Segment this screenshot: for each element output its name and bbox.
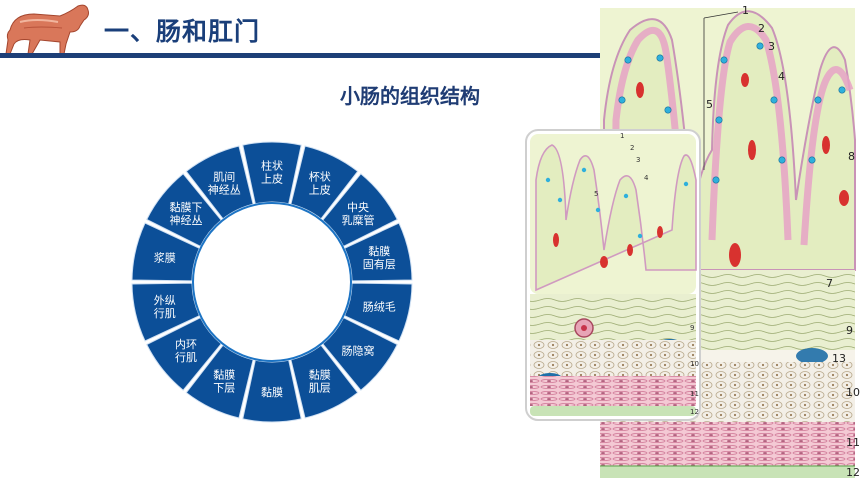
- inset-label-9: 9: [690, 324, 694, 332]
- ring-segment-label: 中央乳糜管: [342, 201, 375, 227]
- ring-segment-label: 黏膜下神经丛: [169, 200, 202, 227]
- page-title: 一、肠和肛门: [104, 17, 261, 46]
- horse-anatomy-icon: [5, 4, 89, 55]
- ring-segment-label: 浆膜: [154, 251, 176, 265]
- inset-histology-panel: 1 2 3 4 5 9 10 11 12: [525, 129, 701, 421]
- inset-label-11: 11: [690, 390, 699, 398]
- ring-segment-label: 黏膜: [261, 385, 283, 399]
- diagram-label-1: 1: [742, 4, 749, 17]
- diagram-label-11: 11: [846, 436, 860, 449]
- diagram-label-5: 5: [706, 98, 713, 111]
- inset-label-1: 1: [620, 132, 624, 140]
- diagram-label-9: 9: [846, 324, 853, 337]
- inset-label-5: 5: [594, 190, 598, 198]
- title-underline: [0, 53, 604, 58]
- diagram-label-13: 13: [832, 352, 846, 365]
- section-subtitle: 小肠的组织结构: [340, 84, 480, 108]
- ring-segment-label: 肠隐窝: [342, 344, 375, 358]
- ring-segment-label: 肌间神经丛: [208, 170, 241, 196]
- diagram-label-4: 4: [778, 70, 785, 83]
- diagram-label-10: 10: [846, 386, 860, 399]
- diagram-label-3: 3: [768, 40, 775, 53]
- ring-segment-label: 内环行肌: [175, 337, 197, 364]
- diagram-label-8: 8: [848, 150, 855, 163]
- ring-segment-label: 外纵行肌: [154, 294, 176, 320]
- ring-segment-label: 肠绒毛: [363, 300, 396, 313]
- diagram-label-2: 2: [758, 22, 765, 35]
- ring-segment-label: 黏膜固有层: [363, 244, 396, 271]
- ring-segment-label: 黏膜肌层: [309, 368, 331, 395]
- inset-label-2: 2: [630, 144, 634, 152]
- inset-label-12: 12: [690, 408, 699, 416]
- ring-segment-label: 柱状上皮: [261, 159, 283, 186]
- ring-segment-label: 黏膜下层: [213, 368, 235, 395]
- inset-label-10: 10: [690, 360, 699, 368]
- ring-segment-label: 杯状上皮: [309, 169, 331, 196]
- diagram-label-7: 7: [826, 277, 833, 290]
- ring-center: [192, 202, 352, 362]
- inset-label-3: 3: [636, 156, 640, 164]
- diagram-label-12: 12: [846, 466, 860, 479]
- inset-label-4: 4: [644, 174, 649, 182]
